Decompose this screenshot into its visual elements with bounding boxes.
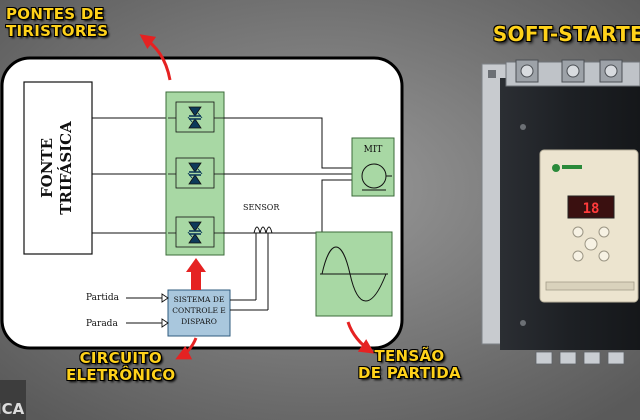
watermark-text: ICA: [0, 400, 25, 418]
power-terminals: [515, 59, 623, 83]
soft-starter-title: SOFT-STARTE: [492, 22, 640, 46]
input-start-label: Partida: [86, 293, 120, 303]
callout-voltage-line2: DE PARTIDA: [358, 364, 461, 382]
thyristor-pair-2: [168, 157, 224, 189]
phase-lines-output: [224, 117, 356, 234]
callout-electronic-circuit: CIRCUITO ELETRÔNICO: [66, 350, 175, 384]
control-terminals: [535, 351, 625, 365]
source-label-line1: FONTE: [38, 138, 56, 198]
three-phase-source-box: [23, 81, 93, 255]
keypad-panel: [539, 149, 639, 303]
trigger-arrow: [186, 258, 206, 290]
callout-thyristor-line1: PONTES DE: [6, 5, 105, 23]
control-system-block: [167, 289, 231, 337]
input-arrows: [126, 293, 169, 328]
motor-box: [351, 137, 395, 197]
callout-thyristor-bridges: PONTES DE TIRISTORES: [6, 6, 108, 40]
thyristor-pair-3: [168, 216, 224, 248]
thyristor-pair-1: [168, 101, 224, 133]
callout-arrows: [139, 34, 375, 360]
current-sensor: [253, 226, 273, 310]
control-label-line1: SISTEMA DE: [174, 295, 225, 304]
motor-label: MIT: [364, 145, 383, 155]
phase-lines-input: [92, 117, 168, 234]
sensor-wires: [230, 299, 268, 311]
input-stop-label: Parada: [86, 319, 118, 329]
led-display: [567, 195, 615, 219]
voltage-waveform: [320, 246, 388, 302]
control-label-line2: CONTROLE E: [172, 306, 226, 315]
watermark-strip: [0, 380, 26, 420]
callout-circuit-line2: ELETRÔNICO: [66, 366, 176, 384]
callout-start-voltage: TENSÃO DE PARTIDA: [358, 348, 461, 382]
control-label-line3: DISPARO: [181, 317, 217, 326]
callout-voltage-line1: TENSÃO: [374, 347, 445, 365]
callout-thyristor-line2: TIRISTORES: [6, 22, 109, 40]
callout-circuit-line1: CIRCUITO: [79, 349, 162, 367]
soft-starter-device: 18: [481, 59, 640, 365]
motor-icon: [361, 163, 392, 191]
keypad-buttons: [572, 226, 610, 262]
source-label-line2: TRIFÁSICA: [57, 121, 75, 215]
display-value: 18: [583, 201, 600, 217]
sensor-label: SENSOR: [243, 203, 280, 212]
